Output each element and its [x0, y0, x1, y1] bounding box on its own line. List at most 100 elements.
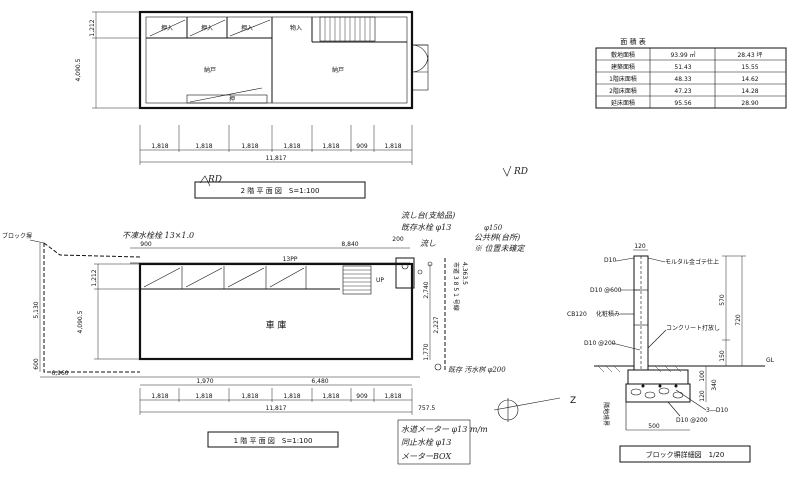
plan1f-sink-small: 流し: [420, 239, 436, 248]
plan1f-title-box: [207, 431, 339, 448]
detail-rebar-600: D10 @600: [590, 287, 622, 294]
plan1f-title: 1 階 平 面 図 S=1:100: [234, 436, 313, 445]
plan1f-dim-left-top: 1,212: [91, 269, 98, 286]
area-row-label: 延床面積: [611, 99, 635, 107]
plan2f-title: 2 階 平 面 図 S=1:100: [241, 186, 320, 195]
plan1f-dim-right-2: 2,227: [433, 316, 440, 333]
detail-h-340: 340: [711, 379, 718, 391]
detail-width-500: 500: [648, 423, 660, 430]
plan2f-bay-2: 1,818: [241, 143, 258, 150]
plan1f-garage: 車 庫: [266, 319, 287, 331]
area-row-label: 敷地面積: [611, 51, 635, 59]
detail-cb: CB120: [567, 311, 587, 318]
plan2f-inner-wall: [145, 16, 408, 104]
plan1f-stair: UP: [342, 265, 384, 295]
plan1f-existing-basin: 既存 汚水桝 φ200: [448, 366, 506, 374]
area-row-tsubo: 14.62: [741, 76, 758, 83]
detail-h-150: 150: [719, 350, 726, 362]
detail-dim-120: 120: [634, 243, 646, 250]
plan1f-road-width: 4,363.5: [461, 262, 468, 285]
area-table: 面 積 表 敷地面積 93.99 ㎡ 28.43 坪 建築面積 51.43 15…: [595, 37, 787, 109]
second-floor-plan: 押入 押入 押入 物入 納戸 納戸 押 1,212 4,090.5 1,818 …: [75, 10, 528, 199]
plan1f-bay-2: 1,818: [241, 393, 258, 400]
detail-h-100: 100: [699, 370, 706, 382]
plan2f-dim-left-total: 4,090.5: [75, 58, 82, 81]
plan2f-room-0: 押入: [161, 24, 173, 32]
area-row: 建築面積 51.43 15.55: [611, 63, 759, 71]
first-floor-plan: ブロック塀 不凍水栓栓 13×1.0 流し台(支給品) 既存水栓 φ13 流し …: [2, 211, 576, 465]
area-row-label: 1階床面積: [609, 75, 637, 83]
plan1f-dim-left-total: 4,090.5: [77, 310, 84, 333]
plan1f-stair-up: UP: [376, 277, 384, 284]
plan1f-end-dim: 757.5: [418, 405, 435, 412]
plan1f-bay-6: 1,818: [384, 393, 401, 400]
plan1f-water-note: 不凍水栓栓 13×1.0: [122, 231, 194, 240]
detail-rebar-200: D10 @200: [584, 340, 616, 347]
plan2f-room-4: 納戸: [204, 66, 216, 74]
detail-rebar-top: D10: [604, 257, 616, 264]
plan1f-sink-note-1: 流し台(支給品): [401, 211, 455, 220]
plan1f-bay-3: 1,818: [283, 393, 300, 400]
area-row-sqm: 95.56: [674, 100, 691, 107]
plan1f-dim-mid-right: 6,480: [311, 378, 328, 385]
plan1f-bay-5: 909: [356, 393, 368, 400]
plan2f-rd-left: RD: [207, 175, 222, 185]
plan2f-bay-3: 1,818: [283, 143, 300, 150]
plan1f-site-line: [43, 242, 141, 258]
plan1f-pipe-label: 13PP: [283, 256, 298, 263]
plan1f-public-basin-1: φ150: [484, 224, 503, 232]
area-row: 1階床面積 48.33 14.62: [609, 75, 759, 83]
plan1f-dim-top-200: 200: [392, 236, 404, 243]
plan2f-bay-4: 1,818: [322, 143, 339, 150]
plan1f-bay-1: 1,818: [195, 393, 212, 400]
plan2f-bay-0: 1,818: [151, 143, 168, 150]
detail-title-box: [619, 445, 751, 463]
detail-concrete: コンクリート打放し: [666, 324, 720, 332]
plan2f-room-3: 物入: [290, 24, 302, 32]
plan1f-block-wall-label: ブロック塀: [2, 232, 32, 240]
plan1f-total: 11,817: [266, 405, 287, 412]
north-label: Z: [570, 396, 576, 406]
plan1f-dim-bottom-600: 600: [33, 358, 40, 370]
plan2f-closet-label: 押: [229, 95, 235, 103]
area-row-tsubo: 28.43 坪: [737, 51, 762, 59]
plan2f-bay-5: 909: [356, 143, 368, 150]
area-row: 敷地面積 93.99 ㎡ 28.43 坪: [611, 51, 763, 59]
plan2f-title-box: [194, 181, 366, 199]
area-row-tsubo: 14.28: [741, 88, 758, 95]
plan2f-total: 11,817: [266, 155, 287, 162]
detail-gl: GL: [766, 357, 775, 364]
detail-d10: 3―D10: [706, 407, 728, 414]
area-table-title: 面 積 表: [620, 37, 645, 46]
plan1f-meter-1: 水道メーター φ13 m/m: [401, 425, 488, 434]
detail-h-570: 570: [719, 294, 726, 306]
plan1f-meter-3: メーターBOX: [401, 452, 451, 461]
area-row-label: 建築面積: [611, 63, 635, 71]
plan2f-room-1: 押入: [201, 24, 213, 32]
plan2f-rd-right: RD: [513, 167, 528, 177]
plan2f-stair: [319, 16, 376, 42]
detail-h-120: 120: [699, 390, 706, 402]
area-row-tsubo: 28.90: [741, 100, 758, 107]
area-row-sqm: 51.43: [674, 64, 691, 71]
plan1f-dim-mid-left: 1,970: [196, 378, 213, 385]
area-row-sqm: 93.99 ㎡: [670, 51, 695, 59]
area-row-sqm: 48.33: [674, 76, 691, 83]
plan2f-outer-wall: [138, 10, 414, 110]
plan1f-bay-0: 1,818: [151, 393, 168, 400]
plan1f-meter-2: 同止水栓 φ13: [401, 438, 451, 447]
plan1f-dim-left-site: 5,130: [33, 301, 40, 318]
plan1f-dim-top-right: 8,840: [341, 241, 358, 248]
plan1f-bay-4: 1,818: [322, 393, 339, 400]
plan1f-dim-top-left: 900: [140, 241, 152, 248]
plan2f-dim-left-top: 1,212: [89, 19, 96, 36]
detail-title: ブロック塀詳細図 1/20: [646, 450, 725, 459]
area-row: 延床面積 95.56 28.90: [611, 99, 759, 107]
plan2f-room-5: 納戸: [332, 66, 344, 74]
plan1f-public-basin-3: ※ 位置未確定: [474, 244, 526, 253]
detail-d10b: D10 @200: [676, 417, 708, 424]
block-wall-detail: 120 GL D10 モルタル金ゴテ仕上 D10 @600 CB120: [567, 243, 775, 463]
plan2f-bay-6: 1,818: [384, 143, 401, 150]
plan2f-room-2: 押入: [241, 24, 253, 32]
plan1f-sink-note-2: 既存水栓 φ13: [401, 223, 451, 232]
